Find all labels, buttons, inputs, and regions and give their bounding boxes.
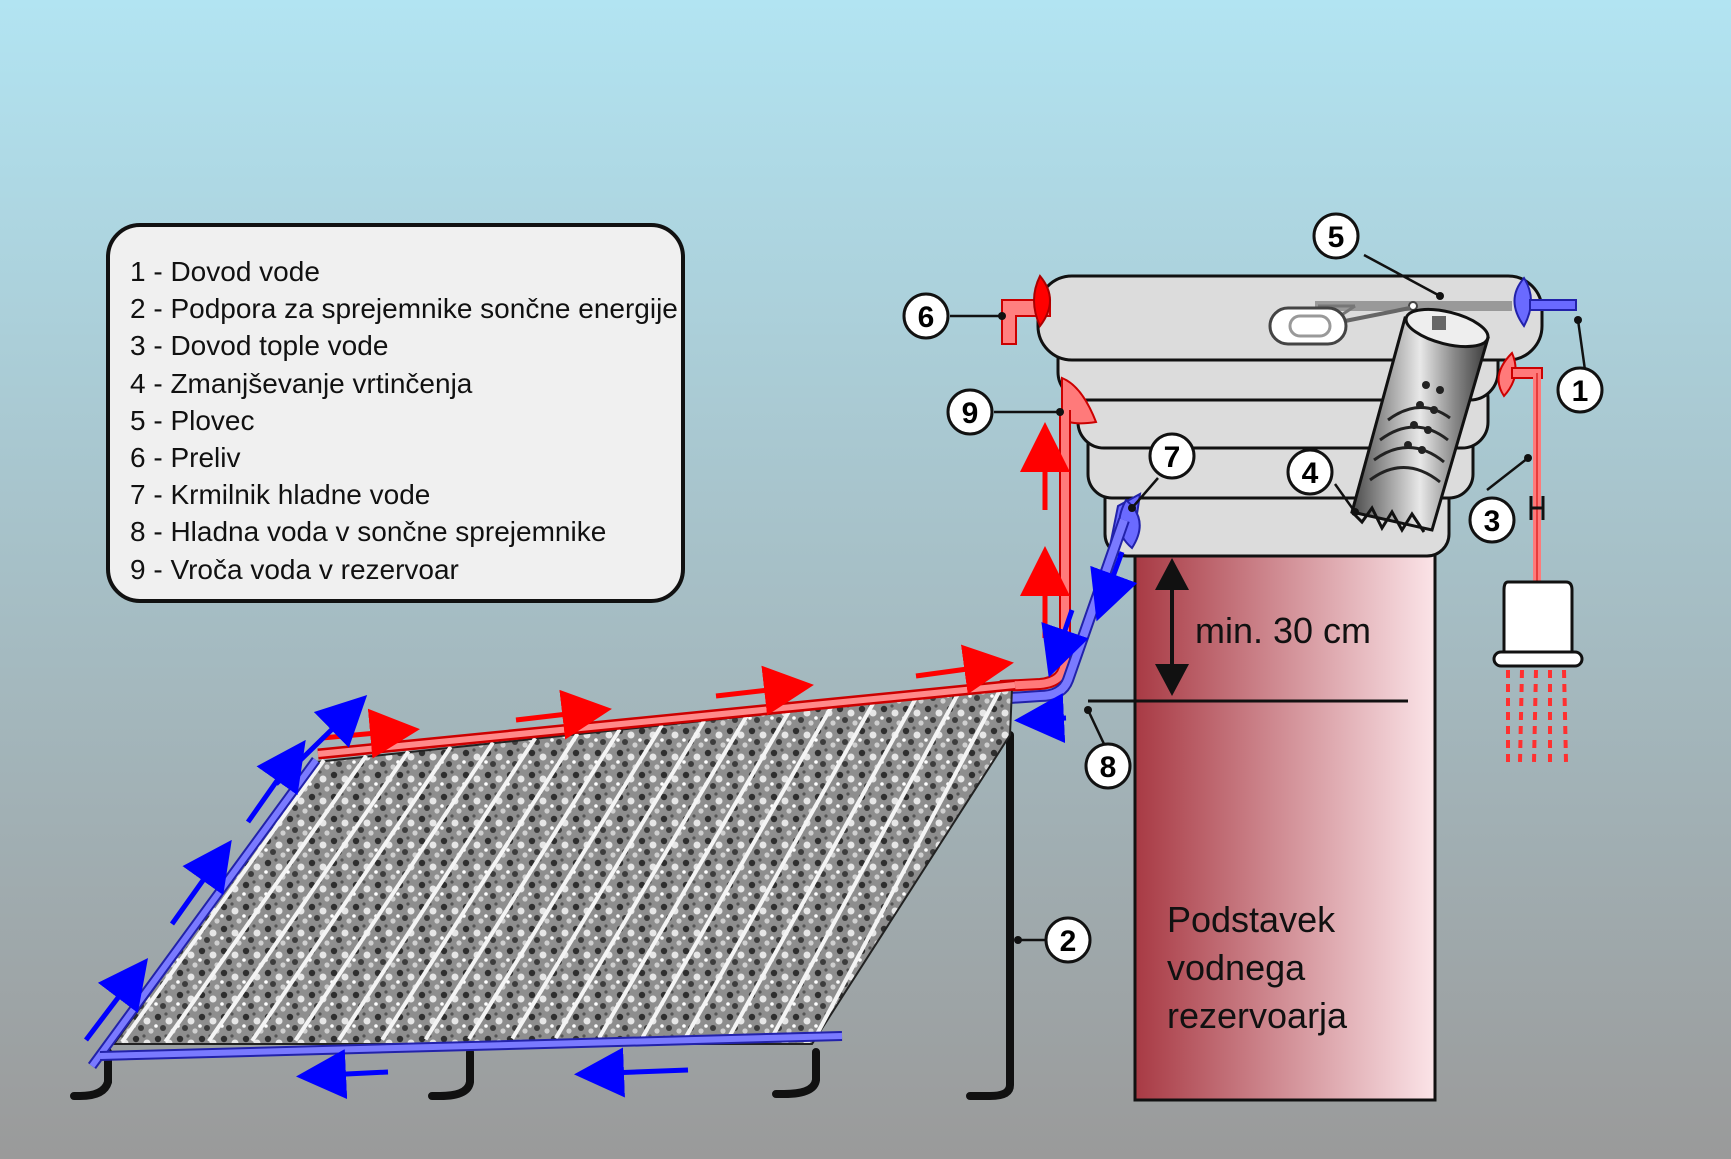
cold-return-pipe bbox=[87, 757, 843, 1069]
callout-6: 6 bbox=[902, 292, 1006, 340]
shower-head-icon bbox=[1492, 580, 1584, 763]
stand-label-line3: rezervoarja bbox=[1167, 995, 1348, 1036]
tank-stand: Podstavek vodnega rezervoarja bbox=[1133, 553, 1437, 1102]
callout-1: 1 bbox=[1556, 316, 1604, 414]
legend-item: 7 - Krmilnik hladne vode bbox=[130, 479, 431, 511]
stand-label-line1: Podstavek bbox=[1167, 899, 1336, 940]
callout-7: 7 bbox=[1128, 432, 1196, 512]
callout-8-label: 8 bbox=[1100, 751, 1117, 784]
legend-item: 9 - Vroča voda v rezervoar bbox=[130, 553, 459, 585]
callout-3-label: 3 bbox=[1484, 505, 1501, 538]
tube-separator bbox=[597, 710, 791, 1039]
legend-item: 6 - Preliv bbox=[130, 442, 241, 474]
tube-separator bbox=[250, 745, 453, 1042]
legend-item: 5 - Plovec bbox=[130, 404, 255, 436]
min-height-label: min. 30 cm bbox=[1195, 610, 1371, 651]
callout-5: 5 bbox=[1312, 212, 1444, 300]
collector-support bbox=[70, 731, 1014, 1100]
stand-label-line2: vodnega bbox=[1167, 947, 1306, 988]
callout-1-label: 1 bbox=[1572, 375, 1589, 408]
legend-item: 1 - Dovod vode bbox=[130, 256, 320, 287]
water-inlet bbox=[1513, 276, 1577, 328]
tube-opening bbox=[1432, 316, 1446, 330]
tube-separator bbox=[337, 737, 537, 1042]
vortex-reducer bbox=[1350, 307, 1490, 533]
tube-separator bbox=[423, 728, 622, 1041]
legend: 1 - Dovod vode 2 - Podpora za sprejemnike… bbox=[106, 223, 685, 603]
callout-7-label: 7 bbox=[1164, 441, 1181, 474]
callout-4-label: 4 bbox=[1302, 457, 1319, 490]
tube-separator bbox=[380, 732, 580, 1041]
tube-separator bbox=[120, 758, 326, 1044]
tube-separator bbox=[207, 750, 411, 1043]
float bbox=[1268, 301, 1512, 346]
tube-separator bbox=[727, 697, 918, 1038]
hot-header-pipe bbox=[317, 679, 1016, 760]
tube-separators bbox=[120, 689, 1002, 1044]
arrow-up-icon bbox=[1155, 558, 1189, 590]
legend-item: 3 - Dovod tople vode bbox=[130, 330, 389, 362]
tube-separator bbox=[510, 719, 706, 1040]
overflow-outlet bbox=[1001, 274, 1051, 345]
legend-item: 8 - Hladna voda v sončne sprejemnike bbox=[130, 516, 607, 548]
callout-3: 3 bbox=[1468, 454, 1532, 544]
callout-4: 4 bbox=[1286, 448, 1359, 516]
tube-separator bbox=[684, 702, 875, 1039]
callout-9-label: 9 bbox=[962, 397, 979, 430]
tube-separator bbox=[770, 693, 960, 1038]
callout-6-label: 6 bbox=[918, 301, 935, 334]
arrow-down-icon bbox=[1155, 664, 1189, 696]
min-height-marker: min. 30 cm bbox=[1088, 558, 1408, 703]
legend-item: 2 - Podpora za sprejemnike sončne energi… bbox=[130, 293, 678, 325]
callout-2-label: 2 bbox=[1060, 925, 1077, 958]
callout-2: 2 bbox=[1014, 916, 1092, 964]
legend-list: 1 - Dovod vode 2 - Podpora za sprejemnike… bbox=[110, 227, 681, 588]
solar-collector bbox=[112, 686, 1014, 1045]
tube-separator bbox=[640, 706, 833, 1039]
legend-item: 4 - Zmanjševanje vrtinčenja bbox=[130, 367, 473, 399]
callout-5-label: 5 bbox=[1328, 221, 1345, 254]
tube-separator bbox=[293, 741, 495, 1042]
tube-separator bbox=[163, 754, 368, 1043]
hot-water-supply bbox=[1497, 351, 1545, 582]
callout-9: 9 bbox=[946, 388, 1064, 436]
tube-separator bbox=[814, 689, 1002, 1037]
tube-separator bbox=[467, 723, 664, 1041]
cold-flow-arrows bbox=[84, 551, 1138, 1100]
tube-separator bbox=[554, 715, 749, 1040]
callout-8: 8 bbox=[1084, 706, 1132, 790]
